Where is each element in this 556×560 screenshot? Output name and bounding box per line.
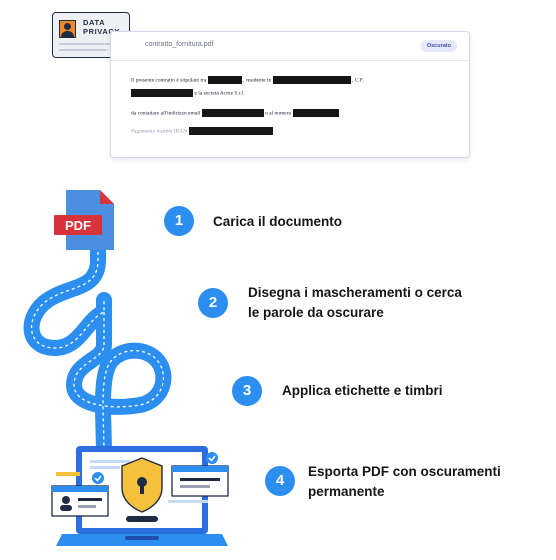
step-4-label-line1: Esporta PDF con oscuramenti — [308, 464, 501, 479]
step-1-label: Carica il documento — [213, 214, 343, 229]
check-mark — [94, 475, 102, 482]
step-3-label: Applica etichette e timbri — [282, 383, 443, 398]
document-line-3: da contattare all'indirizzo email o al n… — [131, 109, 339, 117]
redaction-bar — [292, 109, 339, 117]
document-line-2: e la società Acme S.r.l. — [131, 89, 245, 97]
document-text: o al numero — [265, 110, 292, 117]
card-line — [59, 49, 107, 51]
step-2-label-line1: Disegna i mascheramenti o cerca — [248, 285, 462, 300]
user-avatar-icon — [59, 20, 76, 38]
document-preview-card: contratto_fornitura.pdf Oscurato Il pres… — [110, 31, 470, 158]
status-badge: Oscurato — [420, 40, 457, 52]
card-line — [59, 43, 123, 45]
redaction-bar — [188, 127, 273, 135]
document-filename[interactable]: contratto_fornitura.pdf — [145, 41, 214, 48]
step-3-number: 3 — [232, 376, 262, 406]
step-4-number: 4 — [265, 466, 295, 496]
step-4-label-line2: permanente — [308, 484, 385, 499]
sticky-note — [56, 472, 80, 476]
id-card-title-line1: DATA — [83, 18, 106, 27]
profile-window-icon — [51, 485, 109, 517]
document-header: contratto_fornitura.pdf Oscurato — [111, 32, 469, 61]
id-card-title-line2: PRIVACY — [83, 27, 120, 36]
workflow-illustration: PDF — [23, 190, 229, 546]
document-line-4: Pagamento tramite IBAN — [131, 127, 273, 135]
redaction-bar — [131, 89, 193, 97]
redaction-bar — [201, 109, 264, 117]
check-badge-icon — [92, 472, 104, 484]
document-text: e la società Acme S.r.l. — [194, 90, 245, 97]
winding-road — [23, 232, 172, 463]
step-1-number: 1 — [164, 206, 194, 236]
check-badge-icon — [206, 452, 218, 464]
document-window-icon — [171, 465, 229, 497]
shield-lock-icon — [121, 457, 163, 513]
redaction-bar — [272, 76, 351, 84]
step-2-number: 2 — [198, 288, 228, 318]
document-text: , residente in — [243, 77, 272, 84]
screen-line — [168, 500, 208, 503]
document-text: da contattare all'indirizzo email — [131, 110, 201, 117]
password-field-icon — [126, 516, 158, 522]
check-mark — [208, 455, 216, 462]
document-text: , C.F. — [352, 77, 364, 84]
step-2-label-line2: le parole da oscurare — [248, 305, 384, 320]
redaction-bar — [207, 76, 242, 84]
document-text: Pagamento tramite IBAN — [131, 128, 188, 135]
pdf-label: PDF — [65, 218, 91, 233]
document-line-1: Il presente contratto è stipulato tra , … — [131, 76, 364, 84]
pdf-file-icon: PDF — [54, 190, 114, 250]
document-text: Il presente contratto è stipulato tra — [131, 77, 207, 84]
